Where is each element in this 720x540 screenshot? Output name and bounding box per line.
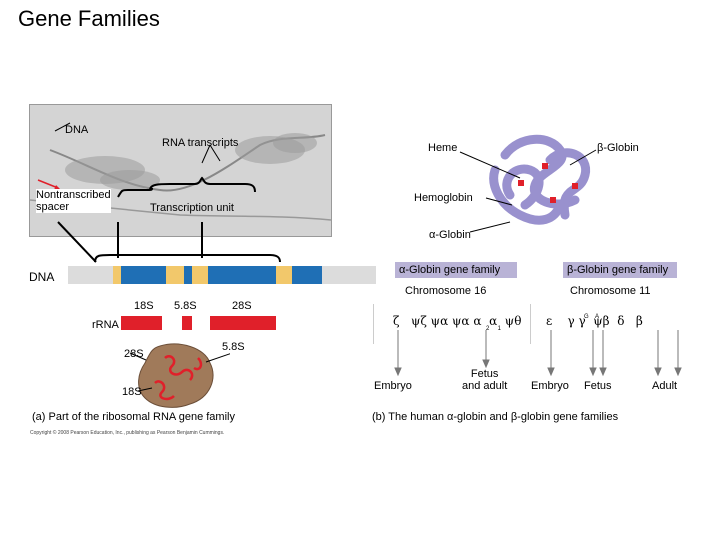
alpha-fetus-adult-label: Fetus and adult xyxy=(462,368,508,392)
alpha-globin-label: α-Globin xyxy=(429,229,471,241)
beta-fetus-label: Fetus xyxy=(584,380,612,392)
dna-bar xyxy=(68,266,376,284)
spacer-brace xyxy=(117,187,153,198)
dna-label: DNA xyxy=(29,270,55,284)
rrna-label: rRNA xyxy=(92,319,119,331)
rrna-18s-block xyxy=(121,316,162,330)
beta-adult-label: Adult xyxy=(652,380,678,392)
transcription-unit-segment xyxy=(121,266,166,284)
caption-a: (a) Part of the ribosomal RNA gene famil… xyxy=(32,411,235,423)
chromosome-11-bar xyxy=(530,304,701,344)
ribosome-label-28s: 28S xyxy=(124,348,144,360)
copyright: Copyright © 2008 Pearson Education, Inc.… xyxy=(30,430,225,436)
em-micrograph xyxy=(29,104,332,237)
spacer-segment xyxy=(192,266,208,284)
caption-b: (b) The human α-globin and β-globin gene… xyxy=(372,411,619,423)
segment-label-5-8s: 5.8S xyxy=(174,300,197,312)
transcription-unit-segment xyxy=(292,266,322,284)
alpha-embryo-label: Embryo xyxy=(374,380,412,392)
transcription-unit-brace xyxy=(149,176,256,193)
ribosome-label-5-8s: 5.8S xyxy=(222,341,245,353)
transcription-unit-segment xyxy=(184,266,192,284)
rrna-5-8s-block xyxy=(182,316,192,330)
dna-segment-brace xyxy=(94,254,281,263)
micrograph-texture xyxy=(29,122,332,221)
transcription-unit-segment xyxy=(208,266,276,284)
beta-globin-label: β-Globin xyxy=(597,142,639,154)
alpha-gene-subscripts: 2 1 xyxy=(486,326,502,332)
micrograph-dna-label: DNA xyxy=(65,124,89,136)
hemoglobin-structure xyxy=(489,134,591,225)
transcription-unit-label: Transcription unit xyxy=(150,202,234,214)
segment-label-18s: 18S xyxy=(134,300,154,312)
nontranscribed-spacer-label: Nontranscribed spacer xyxy=(36,189,111,213)
rna-transcripts-label: RNA transcripts xyxy=(162,137,239,149)
ribosome-illustration xyxy=(129,343,230,408)
spacer-segment xyxy=(276,266,292,284)
alpha-family-band: α-Globin gene family xyxy=(395,262,517,278)
chromosome-16-bar xyxy=(373,304,514,344)
segment-label-28s: 28S xyxy=(232,300,252,312)
beta-embryo-label: Embryo xyxy=(531,380,569,392)
heme-label: Heme xyxy=(428,142,458,154)
spacer-segment xyxy=(113,266,121,284)
ribosome-label-18s: 18S xyxy=(122,386,142,398)
page-title: Gene Families xyxy=(18,6,160,31)
chromosome-11-label: Chromosome 11 xyxy=(570,285,651,297)
rrna-28s-block xyxy=(210,316,276,330)
beta-gene-superscripts: G A xyxy=(584,314,600,320)
chromosome-16-label: Chromosome 16 xyxy=(405,285,487,297)
spacer-segment xyxy=(166,266,184,284)
beta-gene-symbols: ε γ γ ψβ δ β xyxy=(546,314,643,328)
beta-family-band: β-Globin gene family xyxy=(563,262,677,278)
alpha-gene-symbols: ζ ψζ ψα ψα α α ψθ xyxy=(393,314,522,328)
hemoglobin-label: Hemoglobin xyxy=(414,192,473,204)
